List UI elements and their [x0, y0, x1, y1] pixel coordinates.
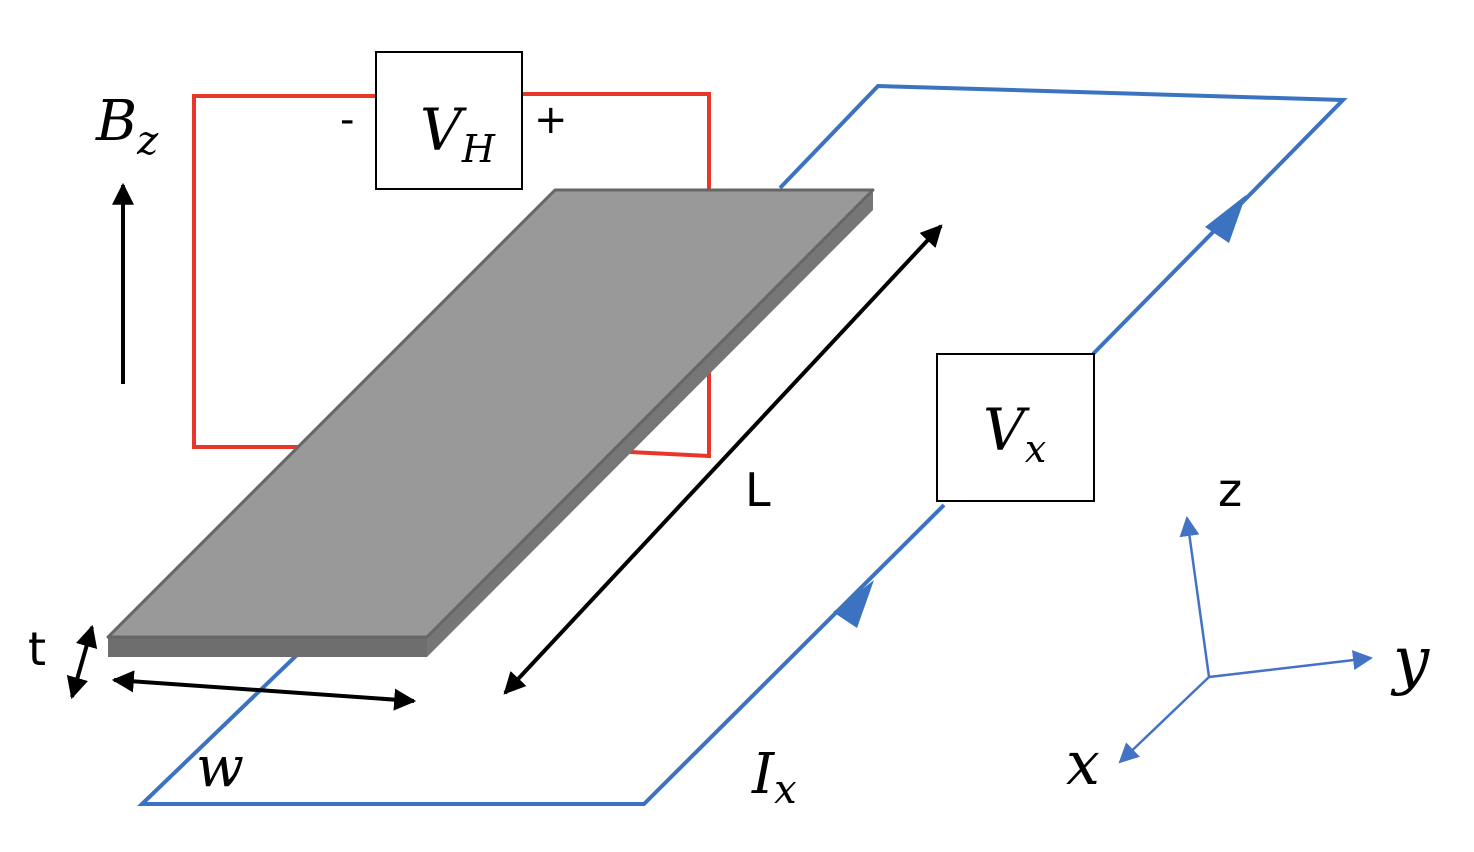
current-sub: x	[774, 767, 797, 813]
hall-voltmeter-main: V	[420, 96, 467, 164]
y-axis-arrow	[1208, 650, 1373, 679]
coordinate-axes: z y x	[1066, 463, 1430, 799]
thickness-label: t	[28, 622, 46, 676]
width-label: w	[196, 735, 244, 800]
slab-front-face	[108, 637, 427, 657]
z-axis-label: z	[1218, 463, 1242, 517]
slab-top-face	[106, 188, 875, 639]
current-loop-left-segment	[778, 83, 1348, 356]
hall-voltmeter-box	[375, 51, 523, 190]
current-direction-arrow-lower	[833, 580, 874, 628]
x-voltmeter-label: Vx	[983, 396, 1046, 471]
hall-voltmeter-sub: H	[461, 127, 496, 171]
current-main: I	[751, 742, 776, 807]
field-sub: z	[136, 118, 159, 164]
x-voltmeter-box	[936, 353, 1095, 502]
z-axis-arrow	[1179, 516, 1211, 678]
hall-plus-sign: +	[534, 97, 568, 143]
hall-circuit-left-wire	[192, 94, 376, 449]
x-voltmeter-sub: x	[1025, 427, 1046, 471]
length-dimension-arrow	[503, 224, 943, 695]
y-axis-label: y	[1390, 624, 1430, 698]
length-label: L	[745, 463, 771, 517]
x-axis-label: x	[1066, 729, 1100, 799]
x-voltmeter-main: V	[983, 396, 1030, 464]
current-direction-arrow-upper	[1205, 195, 1246, 243]
magnetic-field-label: Bz	[95, 89, 159, 164]
width-dimension-arrow	[111, 670, 417, 711]
hall-voltmeter-label: VH	[420, 96, 496, 171]
current-label: Ix	[751, 742, 797, 813]
x-axis-arrow	[1118, 676, 1210, 764]
hall-minus-sign: -	[340, 97, 354, 143]
thickness-dimension-arrow	[66, 624, 98, 700]
field-main: B	[95, 89, 137, 154]
